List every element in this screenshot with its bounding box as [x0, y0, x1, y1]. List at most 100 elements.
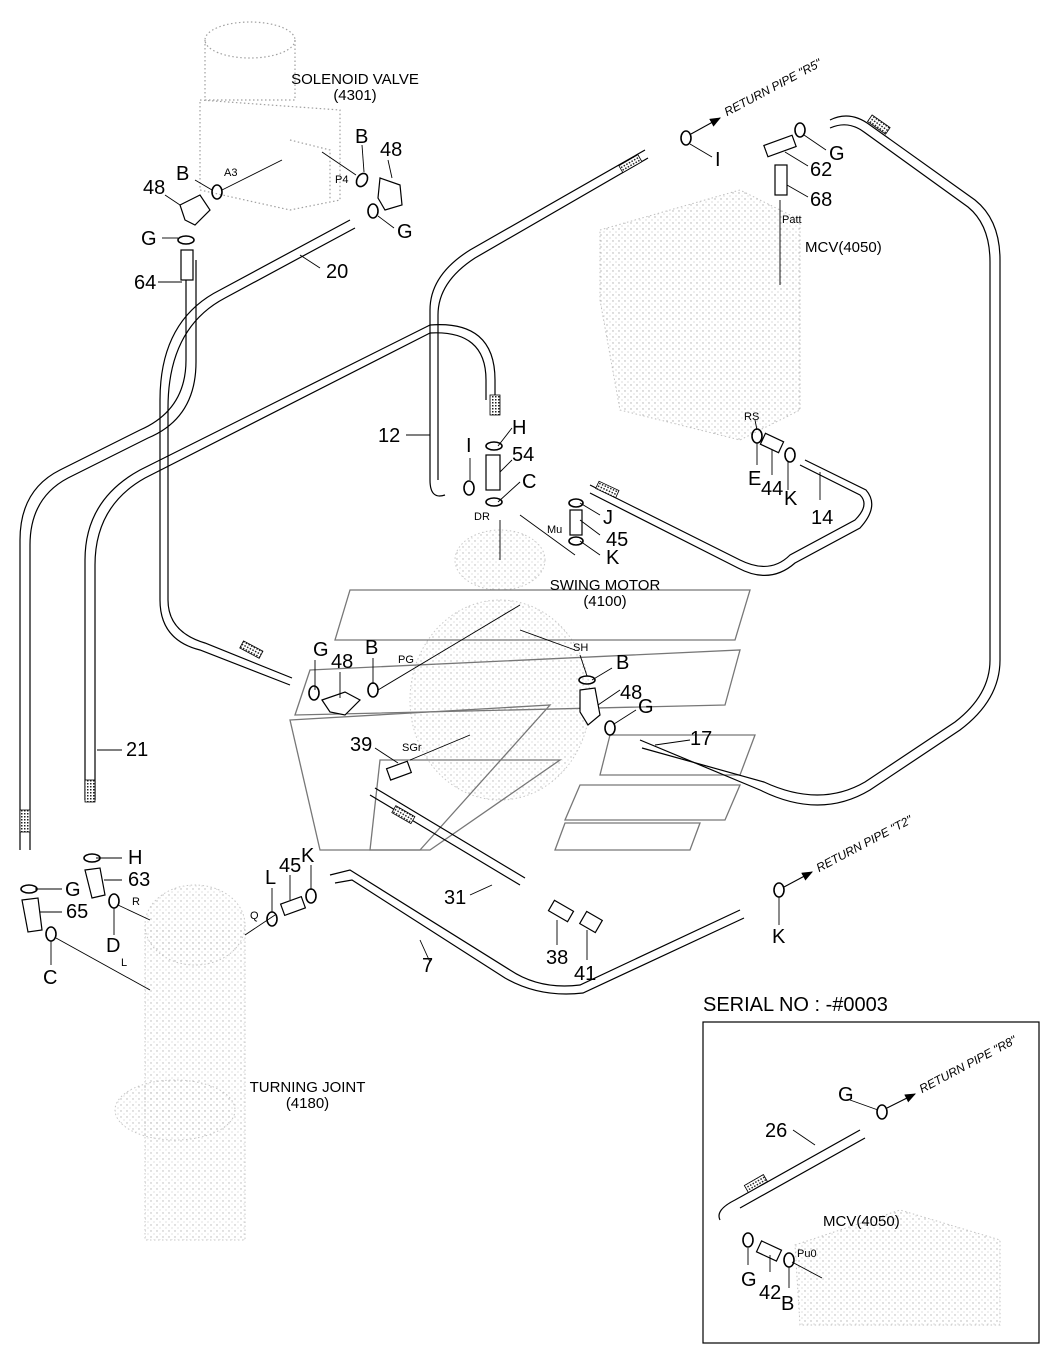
callout-41: 41 — [574, 963, 597, 985]
callout-64: 64 — [134, 272, 157, 294]
callout-b: B — [355, 126, 369, 148]
turning-joint-ghost — [114, 884, 246, 1241]
o-ring-g-inset — [876, 1104, 888, 1120]
callout-39: 39 — [350, 734, 373, 756]
callout-c: C — [522, 471, 537, 493]
connector-38 — [547, 899, 575, 923]
port-q: Q — [250, 910, 259, 922]
mcv-label: MCV(4050) — [805, 239, 882, 256]
callout-26: 26 — [765, 1120, 788, 1142]
callout-g: G — [838, 1084, 854, 1106]
swing-motor-label: SWING MOTOR (4100) — [545, 578, 665, 610]
callout-b: B — [616, 652, 630, 674]
callout-31: 31 — [444, 887, 467, 909]
connector-42 — [755, 1240, 783, 1262]
port-dr: DR — [474, 511, 490, 523]
o-ring-k-rs — [784, 447, 796, 463]
port-patt: Patt — [782, 214, 802, 226]
port-r: R — [132, 896, 140, 908]
fittings — [21, 134, 797, 1262]
callout-63: 63 — [128, 869, 151, 891]
swing-motor-name: SWING MOTOR — [549, 577, 661, 594]
callout-b: B — [781, 1293, 795, 1315]
plug-41 — [578, 910, 604, 934]
callout-48: 48 — [143, 177, 166, 199]
o-ring-j — [568, 498, 584, 508]
connector-45-bottom — [279, 895, 307, 917]
callout-b: B — [365, 637, 379, 659]
elbow-48-right — [377, 177, 403, 211]
callout-g: G — [65, 879, 81, 901]
callout-g: G — [313, 639, 329, 661]
o-ring-i-center — [463, 480, 475, 496]
inset-mcv-label: MCV(4050) — [823, 1213, 900, 1230]
callout-b: B — [176, 163, 190, 185]
serial-number-title: SERIAL NO : -#0003 — [703, 994, 888, 1016]
elbow-48-sh — [579, 687, 601, 726]
hose-ferrules — [19, 114, 891, 1194]
callout-7: 7 — [422, 955, 434, 977]
callout-h: H — [128, 847, 143, 869]
hoses — [19, 115, 1001, 1221]
mcv-inset-ghost — [794, 1209, 1001, 1326]
o-ring-g-62 — [794, 122, 806, 138]
connector-39 — [385, 760, 413, 781]
callout-c: C — [43, 967, 58, 989]
o-ring-c — [485, 497, 503, 507]
callout-38: 38 — [546, 947, 569, 969]
callout-45: 45 — [606, 529, 629, 551]
callout-14: 14 — [811, 507, 834, 529]
callout-20: 20 — [326, 261, 349, 283]
port-pg: PG — [398, 654, 414, 666]
turning-joint-label: TURNING JOINT (4180) — [245, 1080, 370, 1112]
callout-i: I — [466, 435, 472, 457]
turning-joint-name: TURNING JOINT — [249, 1079, 366, 1096]
arrow-r8 — [886, 1093, 916, 1109]
callout-k: K — [301, 845, 315, 867]
o-ring-g-left2 — [20, 884, 38, 894]
callout-g: G — [829, 143, 845, 165]
callout-k: K — [772, 926, 786, 948]
callout-g: G — [141, 228, 157, 250]
callout-j: J — [603, 507, 613, 529]
o-ring-h — [485, 441, 503, 451]
arrow-t2 — [783, 871, 813, 888]
o-ring-k-left — [305, 888, 317, 904]
o-ring-g-sh — [604, 720, 616, 736]
o-ring-g-top — [367, 203, 379, 219]
port-l: L — [121, 957, 128, 969]
o-ring-b-p4 — [355, 172, 369, 188]
callout-68: 68 — [810, 189, 833, 211]
solenoid-valve-name: SOLENOID VALVE — [291, 71, 419, 88]
fitting-64 — [180, 249, 194, 281]
arrow-r5 — [690, 117, 721, 135]
o-ring-b-a3 — [211, 184, 223, 200]
callout-44: 44 — [761, 478, 784, 500]
port-sgr: SGr — [402, 742, 422, 754]
callout-h: H — [512, 417, 527, 439]
mcv-ghost — [599, 189, 801, 441]
port-mu: Mu — [547, 524, 563, 536]
callout-21: 21 — [126, 739, 149, 761]
port-pu0: Pu0 — [797, 1248, 817, 1260]
callout-l: L — [265, 867, 277, 889]
return-arrows — [690, 117, 916, 1109]
port-sh: SH — [573, 642, 589, 654]
o-ring-k-mu — [568, 536, 584, 546]
connector-44 — [759, 432, 785, 454]
serial-inset-frame — [702, 1021, 1040, 1344]
callout-i: I — [715, 149, 721, 171]
elbow-63 — [84, 867, 106, 899]
callout-48: 48 — [380, 139, 403, 161]
callout-48: 48 — [331, 651, 354, 673]
leader-lines — [35, 134, 879, 1288]
callout-65: 65 — [66, 901, 89, 923]
tee-62 — [763, 134, 797, 158]
solenoid-valve-ghost — [199, 21, 341, 211]
o-ring-g-pg — [308, 685, 320, 701]
callout-k: K — [606, 547, 620, 569]
solenoid-valve-code: (4301) — [333, 86, 377, 104]
callout-k: K — [784, 488, 798, 510]
o-ring-g-inset2 — [742, 1232, 754, 1248]
tee-54 — [485, 454, 501, 491]
